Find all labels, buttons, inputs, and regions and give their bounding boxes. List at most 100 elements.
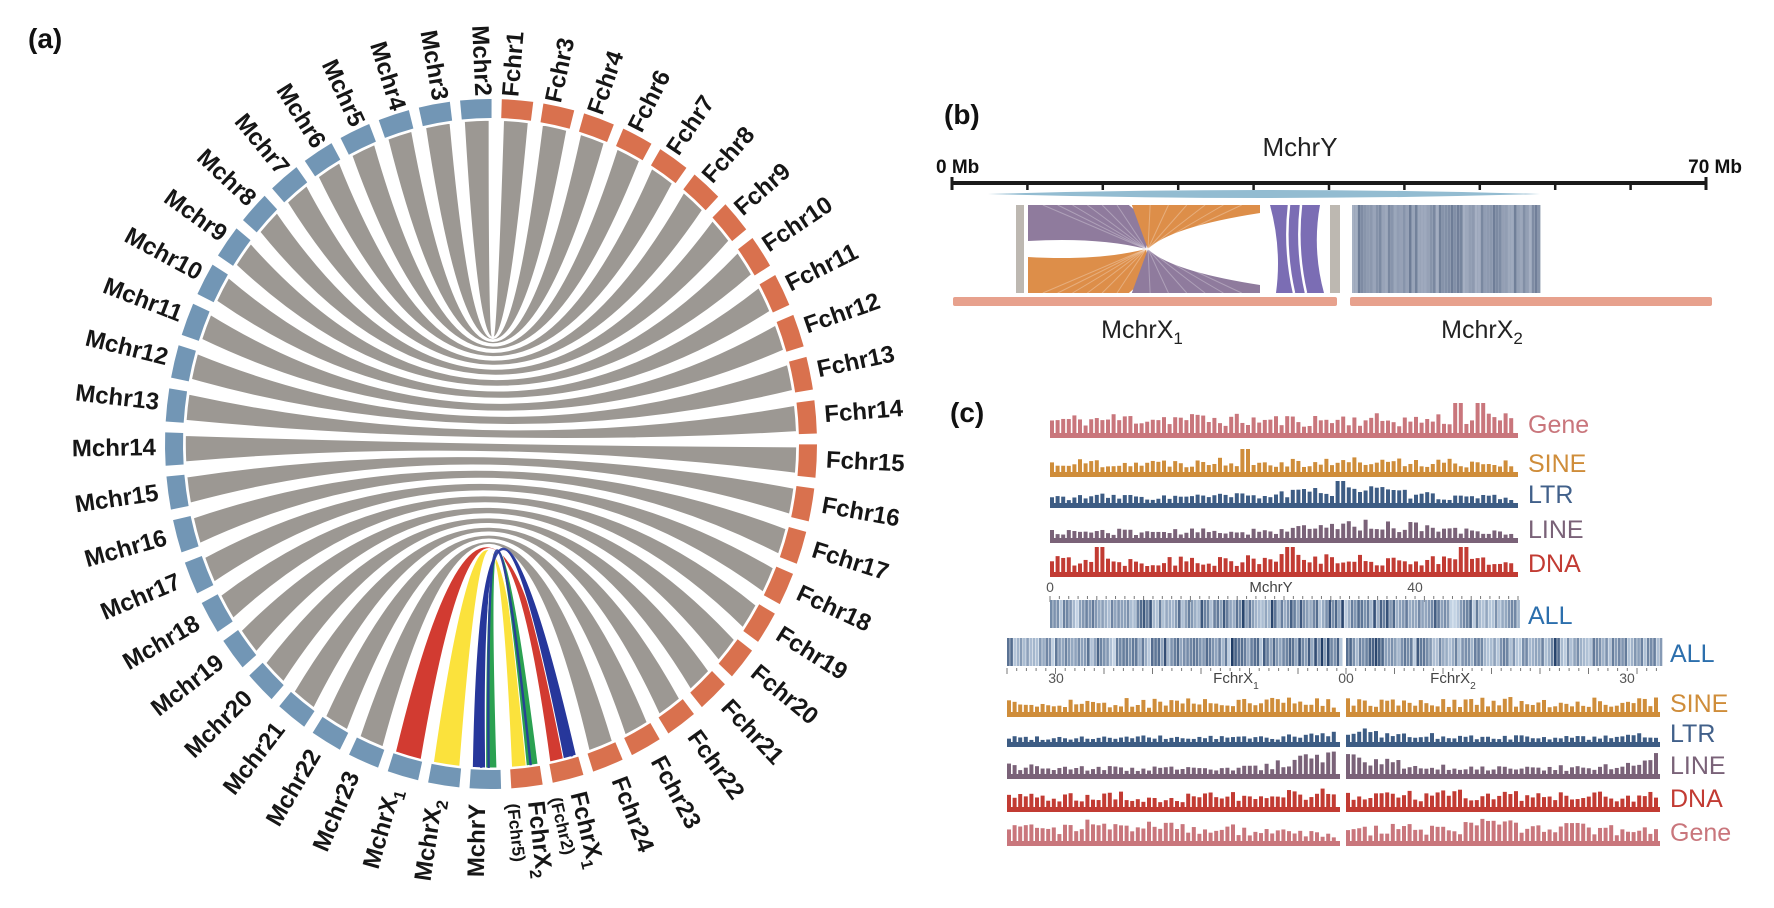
circos-segment-Fchr10 bbox=[738, 237, 771, 276]
density-bar bbox=[1519, 701, 1524, 713]
density-bar bbox=[1320, 762, 1325, 775]
density-bar bbox=[1206, 497, 1211, 504]
density-bar bbox=[1396, 734, 1401, 743]
density-bar bbox=[1184, 561, 1189, 573]
density-bar bbox=[1066, 500, 1071, 504]
heat-stripe bbox=[1418, 600, 1421, 628]
heat-stripe bbox=[1339, 638, 1343, 666]
circos-segment-MchrY bbox=[469, 769, 502, 789]
density-bar bbox=[1246, 495, 1250, 504]
density-bar bbox=[1113, 766, 1118, 775]
density-bar bbox=[1268, 465, 1273, 473]
density-bar bbox=[1262, 419, 1267, 434]
density-bar bbox=[1326, 736, 1331, 743]
density-bar bbox=[1083, 559, 1088, 573]
density-bar bbox=[1113, 705, 1118, 713]
density-bar bbox=[1096, 825, 1101, 842]
circos-label-Fchr3: Fchr3 bbox=[540, 35, 580, 105]
density-bar bbox=[1374, 731, 1378, 743]
density-bar bbox=[1362, 826, 1367, 842]
heat-stripe bbox=[1285, 638, 1289, 666]
density-bar bbox=[1102, 770, 1107, 775]
density-bar bbox=[1390, 736, 1395, 743]
density-bar bbox=[1357, 828, 1362, 842]
density-bar bbox=[1502, 698, 1507, 713]
density-bar bbox=[1458, 403, 1463, 434]
alignment-stripe bbox=[1373, 205, 1376, 293]
density-bar bbox=[1346, 561, 1351, 573]
density-bar bbox=[1357, 699, 1362, 713]
density-bar bbox=[1464, 496, 1469, 504]
fchrx-axis-30-left: 30 bbox=[1048, 670, 1064, 686]
density-bar bbox=[1547, 829, 1552, 842]
alignment-stripe bbox=[1427, 205, 1430, 293]
density-bar bbox=[1162, 495, 1166, 504]
density-bar bbox=[1352, 417, 1357, 434]
heat-stripe bbox=[1570, 638, 1573, 666]
heat-stripe bbox=[1251, 600, 1255, 628]
density-bar bbox=[1150, 460, 1155, 473]
alignment-stripe bbox=[1364, 205, 1367, 293]
density-bar bbox=[1079, 801, 1084, 808]
density-bar bbox=[1128, 559, 1133, 573]
circos-segment-Mchr8 bbox=[243, 195, 278, 233]
heat-stripe bbox=[1173, 638, 1177, 666]
density-bar bbox=[1259, 770, 1263, 775]
density-bar bbox=[1135, 736, 1140, 743]
density-bar bbox=[1374, 529, 1379, 539]
density-bar bbox=[1397, 426, 1402, 434]
heat-stripe bbox=[1592, 638, 1596, 666]
density-bar bbox=[1331, 751, 1336, 775]
circos-label-Fchr8: Fchr8 bbox=[697, 122, 760, 189]
density-bar bbox=[1402, 529, 1407, 539]
density-bar bbox=[1575, 736, 1580, 743]
density-bar bbox=[1309, 733, 1314, 743]
circos-ribbons bbox=[184, 119, 798, 769]
circos-segment-Mchr7 bbox=[272, 167, 308, 203]
density-bar bbox=[1575, 822, 1580, 842]
density-bar bbox=[1197, 736, 1202, 743]
density-bar bbox=[1106, 419, 1110, 434]
density-bar bbox=[1464, 423, 1469, 434]
density-bar bbox=[1085, 794, 1090, 808]
heat-stripe bbox=[1397, 638, 1400, 666]
circos-label-Fchr17: Fchr17 bbox=[809, 537, 892, 586]
density-bar bbox=[1018, 704, 1023, 713]
density-bar bbox=[1251, 495, 1256, 504]
density-bar bbox=[1139, 563, 1144, 573]
density-bar bbox=[1061, 557, 1066, 573]
heat-stripe bbox=[1069, 600, 1072, 628]
density-bar bbox=[1051, 770, 1056, 775]
heat-stripe bbox=[1586, 638, 1589, 666]
circos-label-Fchr16: Fchr16 bbox=[820, 492, 902, 532]
density-bar bbox=[1203, 768, 1207, 775]
density-bar bbox=[1570, 737, 1574, 743]
heat-stripe bbox=[1406, 638, 1410, 666]
density-bar bbox=[1290, 458, 1295, 473]
heat-stripe bbox=[1130, 600, 1133, 628]
track-baseline bbox=[1346, 712, 1660, 717]
density-bar bbox=[1147, 821, 1151, 842]
density-bar bbox=[1631, 765, 1636, 775]
heat-stripe bbox=[1344, 600, 1348, 628]
heat-stripe bbox=[1477, 638, 1480, 666]
heat-stripe bbox=[1387, 638, 1391, 666]
density-bar bbox=[1441, 736, 1446, 743]
density-bar bbox=[1491, 820, 1496, 842]
density-bar bbox=[1357, 757, 1362, 775]
density-bar bbox=[1469, 766, 1474, 775]
density-bar bbox=[1435, 738, 1440, 743]
heat-stripe bbox=[1205, 638, 1209, 666]
target-chromosome-label-1: MchrX1 bbox=[1101, 316, 1183, 348]
density-bar bbox=[1424, 793, 1429, 808]
track-baseline bbox=[1050, 472, 1518, 477]
ribbon-Mchr19-Fchr20 bbox=[239, 506, 736, 662]
density-bar bbox=[1324, 419, 1329, 434]
density-bar bbox=[1414, 460, 1418, 473]
density-bar bbox=[1637, 764, 1642, 775]
heat-stripe bbox=[1317, 638, 1321, 666]
density-bar bbox=[1369, 528, 1374, 539]
density-bar bbox=[1180, 824, 1185, 842]
density-bar bbox=[1214, 739, 1219, 743]
density-bar bbox=[1598, 791, 1602, 808]
